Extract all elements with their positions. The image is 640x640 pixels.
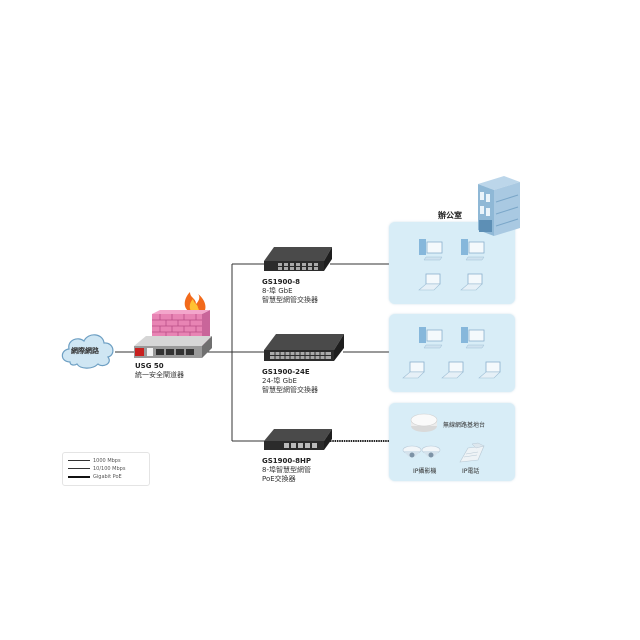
cloud-icon xyxy=(61,334,114,369)
internet-cloud: 網際網路 xyxy=(58,328,118,372)
zone-poe-devices xyxy=(389,403,515,481)
zone-workstations xyxy=(389,314,515,392)
switch-24port-icon xyxy=(264,334,344,361)
legend: 1000 Mbps 10/100 Mbps Gigabit PoE xyxy=(62,452,150,486)
laptop-icon xyxy=(418,273,441,291)
desktop-pc xyxy=(460,325,486,349)
switch-3-model: GS1900-8HP xyxy=(262,457,312,465)
laptop-icon xyxy=(460,273,483,291)
internet-label: 網際網路 xyxy=(71,347,99,355)
office-building-icon xyxy=(474,172,524,240)
desktop-pc-icon xyxy=(461,239,485,261)
switch-3-line2: PoE交換器 xyxy=(262,475,296,483)
legend-line-poe xyxy=(68,475,90,478)
switch-gs1900-8 xyxy=(262,243,334,275)
laptop-icon xyxy=(441,361,464,379)
switch-2-model: GS1900-24E xyxy=(262,368,310,376)
desktop-pc-icon xyxy=(419,327,443,349)
desktop-pc-icon xyxy=(419,239,443,261)
firewall-label: USG 50 統一安全閘道器 xyxy=(135,362,184,380)
legend-label: 1000 Mbps xyxy=(93,457,121,464)
access-point-label: 無線網路基地台 xyxy=(443,422,486,429)
laptop-icon xyxy=(478,361,501,379)
firewall-desc: 統一安全閘道器 xyxy=(135,371,184,379)
switch-gs1900-8hp xyxy=(262,425,334,453)
legend-item: 1000 Mbps xyxy=(68,457,121,464)
legend-item: 10/100 Mbps xyxy=(68,465,125,472)
desktop-pc xyxy=(460,237,486,261)
switch-gs1900-24e xyxy=(262,330,346,364)
laptop xyxy=(402,360,428,380)
switch-1-line1: 8-埠 GbE xyxy=(262,287,293,295)
access-point xyxy=(410,412,438,434)
switch-3-label: GS1900-8HP 8-埠智慧型網管 PoE交換器 xyxy=(262,457,311,484)
ip-phone xyxy=(458,442,486,464)
switch-2-line2: 智慧型網管交換器 xyxy=(262,386,318,394)
laptop xyxy=(441,360,467,380)
desktop-pc-icon xyxy=(461,327,485,349)
ip-phone-label: IP電話 xyxy=(462,468,480,475)
office-title: 辦公室 xyxy=(438,211,462,220)
switch-1-line2: 智慧型網管交換器 xyxy=(262,296,318,304)
legend-line-10-100 xyxy=(68,468,90,469)
switch-2-line1: 24-埠 GbE xyxy=(262,377,297,385)
ip-camera-label: IP攝影機 xyxy=(413,468,437,475)
ip-phone-icon xyxy=(459,442,485,463)
legend-item: Gigabit PoE xyxy=(68,473,122,480)
firewall-model: USG 50 xyxy=(135,362,164,370)
desktop-pc xyxy=(418,237,444,261)
ip-camera xyxy=(402,444,442,462)
legend-line-1000 xyxy=(68,460,90,461)
switch-8port-icon xyxy=(264,247,332,271)
legend-label: Gigabit PoE xyxy=(93,473,122,480)
access-point-icon xyxy=(410,413,438,432)
flame-icon xyxy=(184,292,206,314)
gateway-appliance-icon xyxy=(134,336,212,358)
laptop-icon xyxy=(402,361,425,379)
ip-camera-icon xyxy=(402,445,441,458)
laptop xyxy=(418,272,444,292)
switch-1-label: GS1900-8 8-埠 GbE 智慧型網管交換器 xyxy=(262,278,318,305)
legend-label: 10/100 Mbps xyxy=(93,465,126,472)
switch-3-line1: 8-埠智慧型網管 xyxy=(262,466,311,474)
switch-1-model: GS1900-8 xyxy=(262,278,301,286)
switch-poe-icon xyxy=(264,429,332,450)
desktop-pc xyxy=(418,325,444,349)
laptop xyxy=(478,360,504,380)
firewall-gateway xyxy=(130,290,215,360)
laptop xyxy=(460,272,486,292)
switch-2-label: GS1900-24E 24-埠 GbE 智慧型網管交換器 xyxy=(262,368,318,395)
